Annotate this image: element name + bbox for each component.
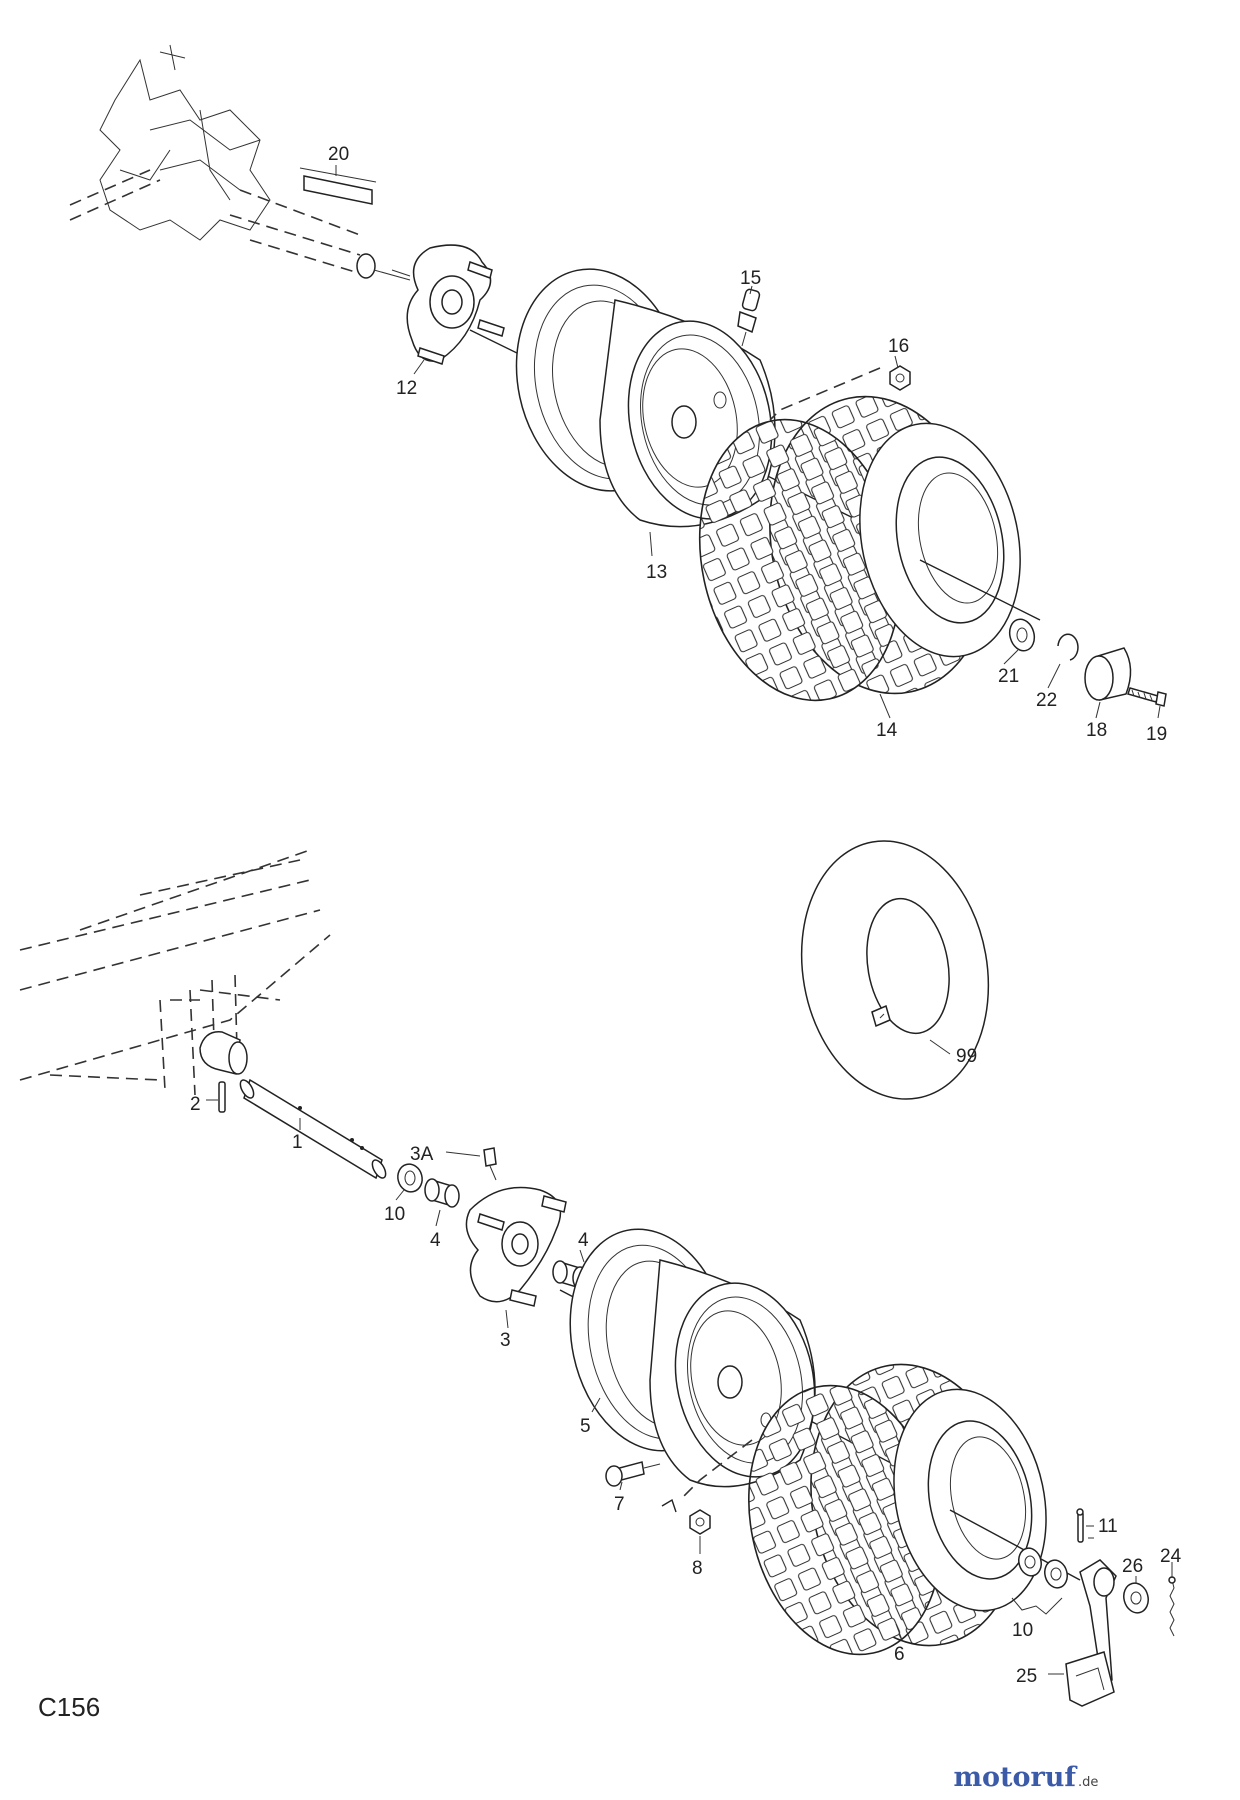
callout-6: 6: [894, 1644, 905, 1665]
watermark-name: motoruf: [953, 1762, 1078, 1793]
callout-10b: 10: [1012, 1620, 1033, 1641]
callout-11: 11: [1098, 1516, 1118, 1537]
watermark-logo: motoruf .de: [953, 1762, 1098, 1793]
callout-2: 2: [190, 1094, 201, 1115]
part-8-nut: [689, 1509, 711, 1535]
part-15-valve: [737, 288, 761, 347]
part-11-pin: [1076, 1508, 1094, 1543]
axle-sleeve-top: [356, 253, 411, 281]
part-24-chain: [1168, 1568, 1176, 1637]
dashed-path-16: [769, 367, 881, 421]
callout-1: 1: [292, 1132, 303, 1153]
callout-24: 24: [1160, 1546, 1182, 1567]
callout-21: 21: [998, 666, 1019, 687]
part-25-crank: [1065, 1559, 1117, 1707]
callout-15: 15: [740, 268, 761, 289]
leader-8-hook: [661, 1498, 677, 1513]
callout-8: 8: [692, 1558, 703, 1579]
part-14-tire: [698, 395, 1021, 702]
callout-20: 20: [328, 144, 349, 165]
part-3a-fitting: [483, 1147, 497, 1181]
callout-3: 3: [500, 1330, 511, 1351]
part-16-nut: [889, 365, 911, 391]
frame-dashed: [19, 849, 331, 1096]
callout-5: 5: [580, 1416, 591, 1437]
callout-16: 16: [888, 336, 909, 357]
callout-10a: 10: [384, 1204, 405, 1225]
callout-22: 22: [1036, 690, 1057, 711]
part-18-cap: [1084, 647, 1132, 701]
callout-19: 19: [1146, 724, 1167, 745]
callout-26: 26: [1122, 1556, 1143, 1577]
callout-18: 18: [1086, 720, 1107, 741]
part-7-valve: [605, 1461, 661, 1487]
callout-4b: 4: [578, 1230, 589, 1251]
part-10-washer-b: [1011, 1547, 1068, 1615]
dashed-path-8: [679, 1439, 753, 1501]
figure-code: C156: [38, 1692, 100, 1722]
transaxle-housing: [69, 44, 366, 276]
leader-lines-top: [335, 165, 1161, 719]
part-1-axle-tube: [239, 1078, 387, 1180]
part-10-washer-a: [397, 1163, 423, 1193]
axis-line-top-2: [919, 559, 1041, 621]
part-22-clip: [1057, 633, 1079, 661]
callout-4a: 4: [430, 1230, 441, 1251]
part-3-hub: [465, 1186, 567, 1307]
part-2-pin: [206, 1081, 226, 1113]
leader-99: [929, 1039, 951, 1055]
callout-25: 25: [1016, 1666, 1037, 1687]
part-13-rim: [515, 268, 776, 528]
leader-lines-bottom: [299, 1118, 1173, 1675]
callout-7: 7: [614, 1494, 625, 1515]
callout-12: 12: [396, 378, 417, 399]
callout-3a: 3A: [410, 1144, 434, 1165]
part-99-inner-tube: [800, 840, 990, 1100]
watermark-tld: .de: [1078, 1775, 1098, 1790]
callout-13: 13: [646, 562, 667, 583]
part-4-bearing-a: [424, 1178, 460, 1208]
part-19-bolt: [1127, 687, 1167, 707]
part-21-washer: [1008, 618, 1036, 652]
part-12-hub: [391, 244, 505, 365]
part-20-key: [299, 167, 377, 205]
part-26-washer: [1123, 1582, 1149, 1614]
callout-14: 14: [876, 720, 898, 741]
pivot-bracket: [199, 1031, 248, 1075]
callout-99: 99: [956, 1046, 977, 1067]
